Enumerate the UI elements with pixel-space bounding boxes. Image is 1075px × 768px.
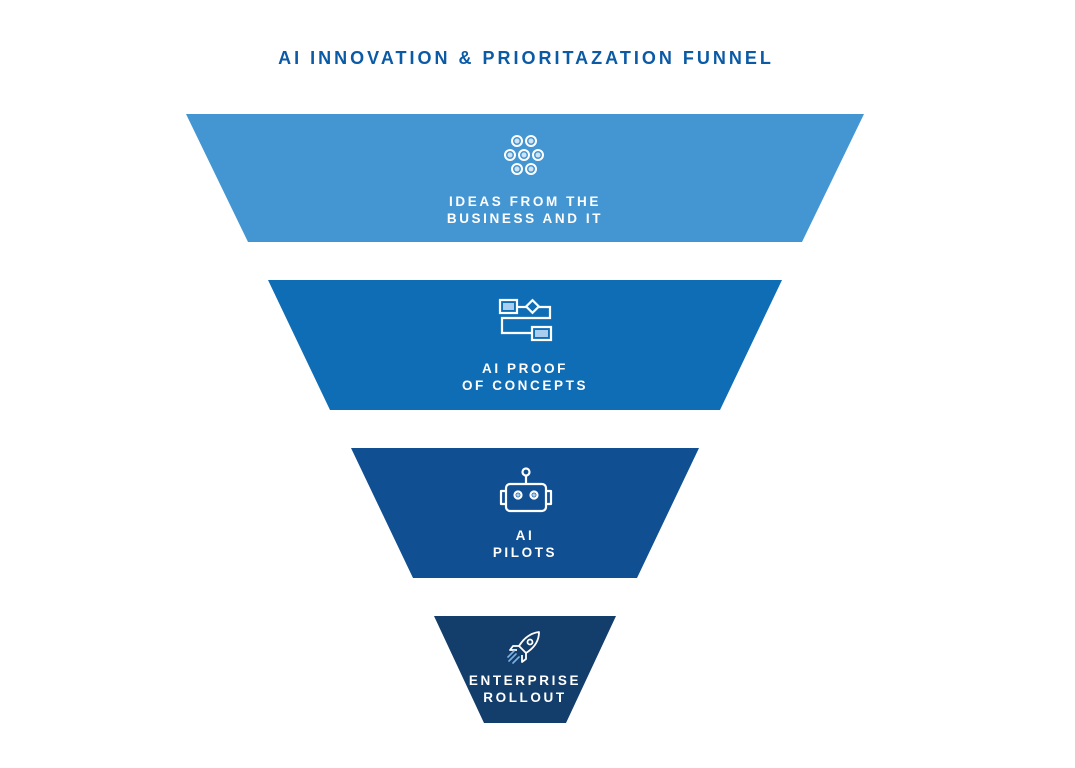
funnel-stage-proof-of-concepts: AI PROOF OF CONCEPTS (268, 280, 782, 410)
stage-poc-label: AI PROOF OF CONCEPTS (268, 360, 782, 394)
funnel-stage-pilots: AI PILOTS (351, 448, 699, 578)
stage-ideas-label: IDEAS FROM THE BUSINESS AND IT (186, 193, 864, 227)
stage-poc-line2: OF CONCEPTS (461, 378, 589, 393)
robot-icon (499, 467, 553, 513)
stage-rollout-line2: ROLLOUT (483, 690, 567, 705)
stage-ideas-line1: IDEAS FROM THE (449, 194, 601, 209)
stage-pilots-shape (351, 448, 699, 578)
stage-poc-line1: AI PROOF (481, 361, 569, 376)
stage-ideas-line2: BUSINESS AND IT (446, 211, 604, 226)
stage-poc-shape (268, 280, 782, 410)
rocket-icon (507, 631, 540, 664)
funnel-title: AI INNOVATION & PRIORITAZATION FUNNEL (278, 48, 774, 68)
funnel-stage-ideas: IDEAS FROM THE BUSINESS AND IT (186, 114, 864, 242)
stage-rollout-shape (434, 616, 616, 723)
funnel-stage-enterprise-rollout: ENTERPRISE ROLLOUT (434, 616, 616, 723)
stage-rollout-label: ENTERPRISE ROLLOUT (434, 672, 616, 706)
stage-pilots-label: AI PILOTS (351, 527, 699, 561)
stage-rollout-line1: ENTERPRISE (468, 673, 582, 688)
stage-pilots-line2: PILOTS (492, 545, 558, 560)
stage-pilots-line1: AI (515, 528, 535, 543)
workflow-icon (498, 298, 553, 342)
stage-ideas-shape (186, 114, 864, 242)
ideas-cluster-icon (504, 135, 544, 175)
